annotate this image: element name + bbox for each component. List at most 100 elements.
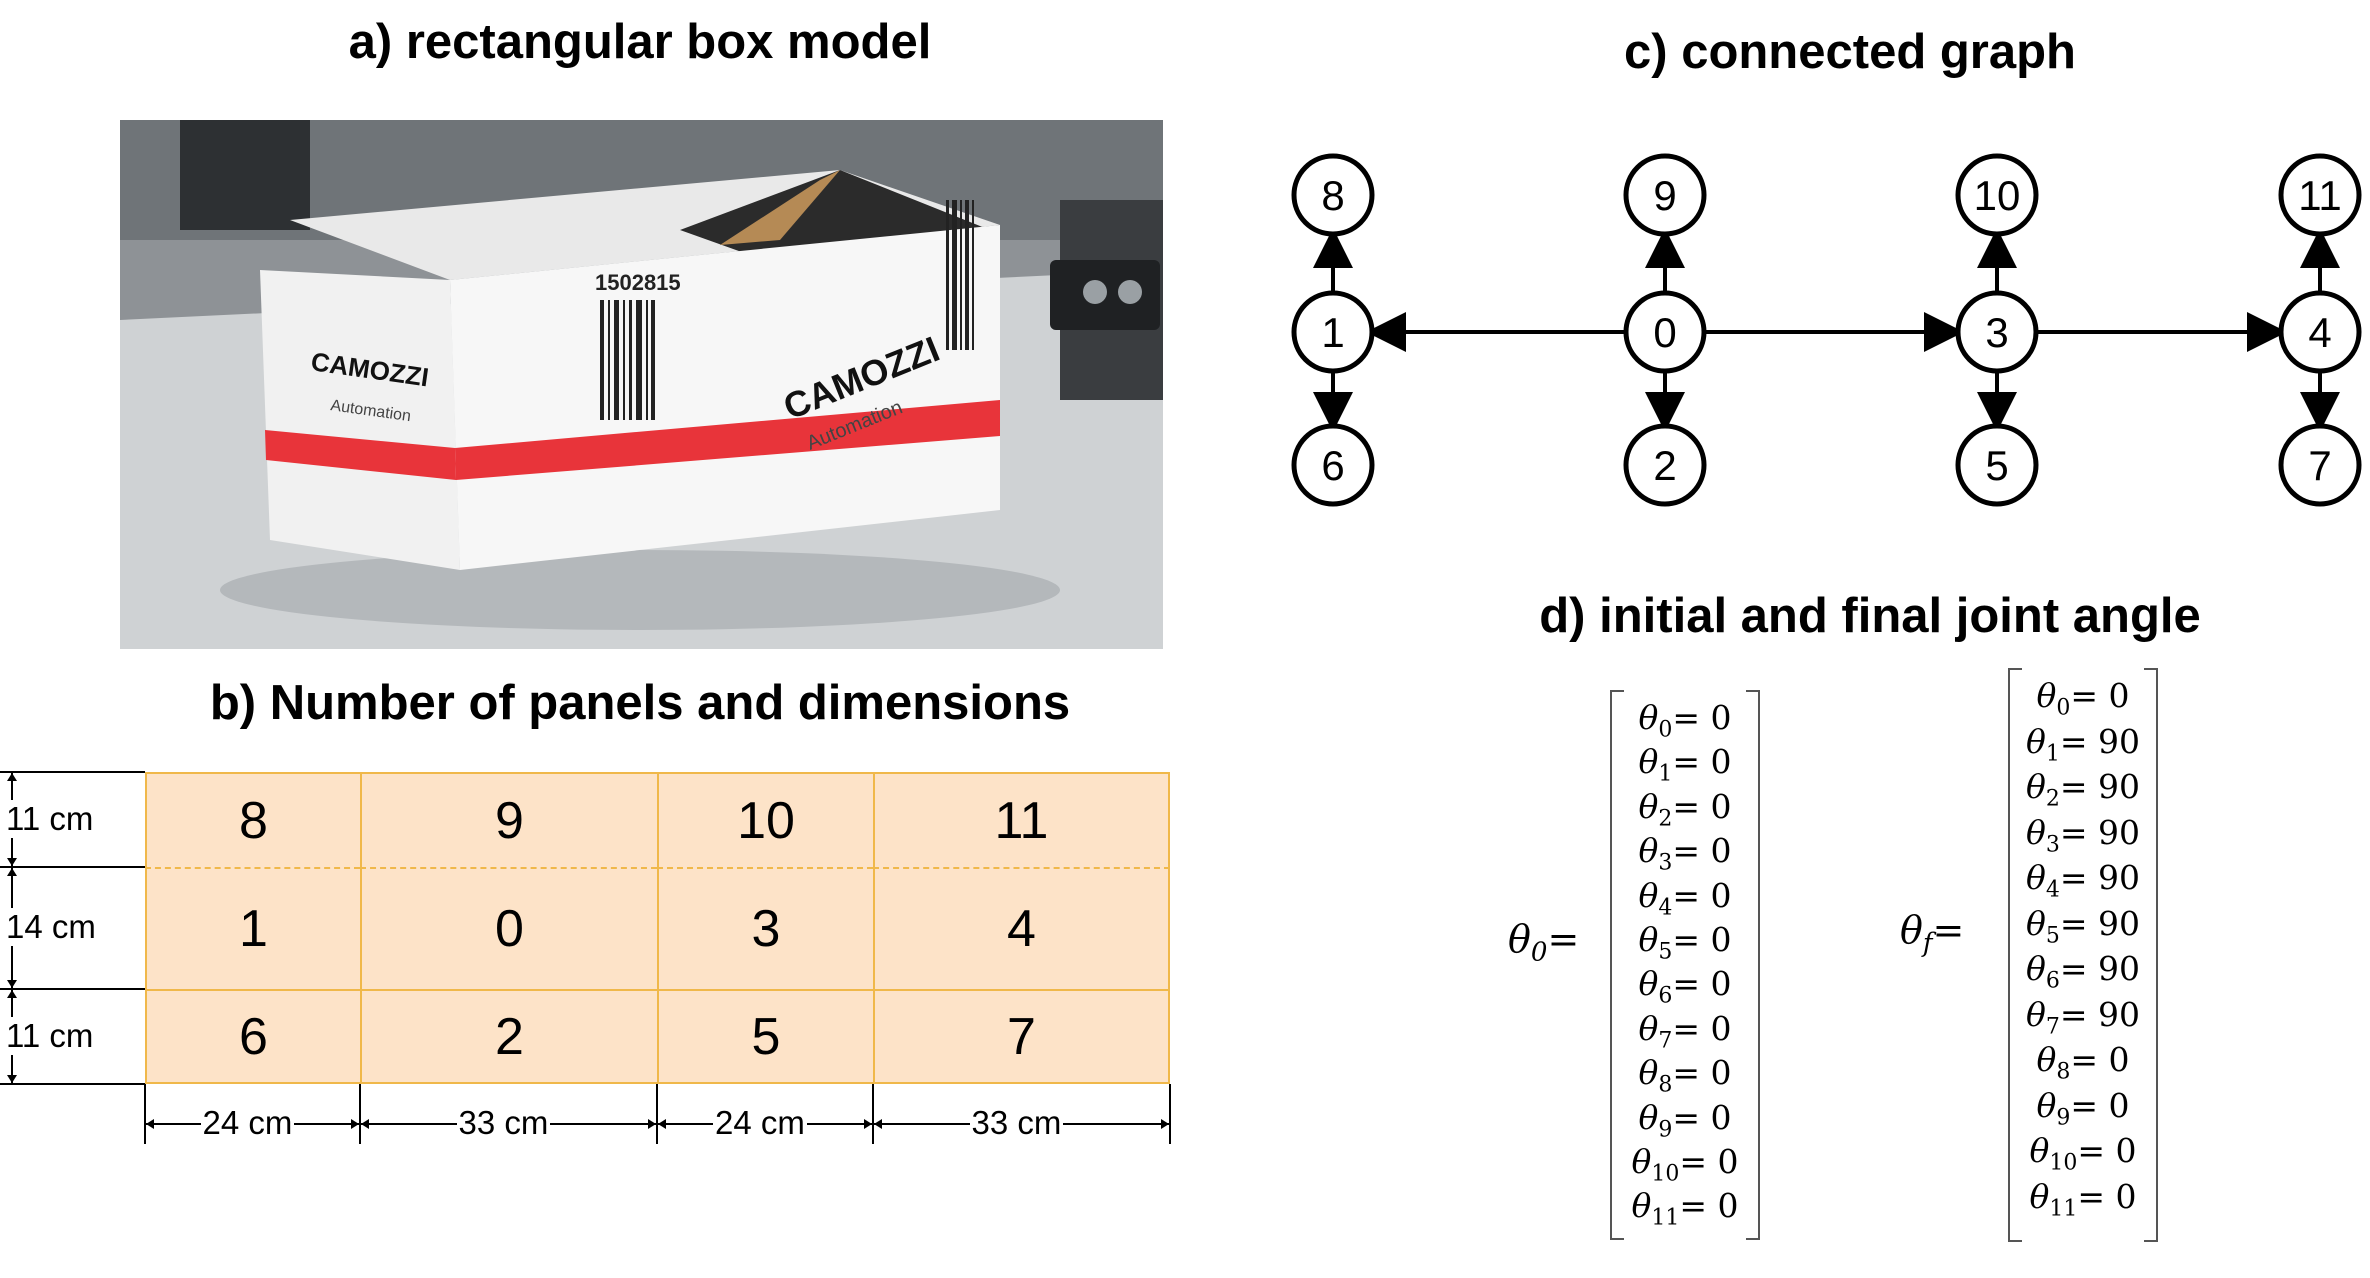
theta-value: 0: [1710, 1053, 1732, 1093]
equals-sign: =: [2077, 1176, 2106, 1216]
matrix-entry: θ5= 0: [1610, 920, 1760, 965]
matrix-entry: θ3= 90: [2008, 813, 2158, 858]
theta-symbol: θ: [2025, 903, 2046, 943]
matrix-entry: θ0= 0: [2008, 676, 2158, 721]
theta-index: 7: [1658, 1028, 1673, 1054]
theta-index: 8: [2056, 1059, 2071, 1085]
matrix-entry: θ2= 0: [1610, 787, 1760, 832]
graph-node-7: 7: [2278, 423, 2362, 507]
theta-symbol: θ: [1638, 742, 1659, 782]
theta-symbol: θ: [2025, 721, 2046, 761]
graph-node-circle: [1291, 153, 1375, 237]
row-dimension-arrow: [7, 990, 17, 998]
graph-node-label: 4: [2308, 309, 2331, 356]
theta-value: 0: [1710, 1097, 1732, 1137]
theta-index: 6: [1658, 983, 1673, 1009]
equals-sign: =: [1672, 875, 1701, 915]
matrix-entry: θ3= 0: [1610, 831, 1760, 876]
col-dimension-arrow: [1161, 1119, 1169, 1129]
matrix-entry: θ4= 90: [2008, 858, 2158, 903]
title-rectangular-box-model: a) rectangular box model: [348, 15, 932, 69]
theta-index: 9: [1658, 1117, 1673, 1143]
col-dimension-arrow: [361, 1119, 369, 1129]
theta-value: 90: [2098, 949, 2141, 988]
box-photo: 1502815 CAMOZZI Automation CAMOZZI Autom…: [120, 120, 1163, 649]
graph-node-label: 2: [1653, 442, 1676, 489]
graph-node-circle: [1291, 423, 1375, 507]
theta-symbol: θ: [1638, 698, 1659, 737]
equals-sign: =: [1672, 920, 1701, 959]
panel-3: 3: [657, 867, 873, 989]
theta-value: 90: [2098, 858, 2141, 897]
theta-initial-label: θ0=: [1508, 917, 1580, 968]
matrix-entry: θ10= 0: [1610, 1142, 1760, 1187]
matrix-entry: θ10= 0: [2008, 1131, 2158, 1176]
theta-value: 0: [2108, 1085, 2130, 1125]
graph-node-circle: [1623, 423, 1707, 507]
graph-node-circle: [1955, 290, 2039, 374]
equals-sign: =: [2059, 858, 2088, 897]
theta-symbol: θ: [1638, 920, 1659, 959]
graph-node-5: 5: [1955, 423, 2039, 507]
row-dimension-label: 11 cm: [4, 1016, 96, 1055]
theta-index: 4: [2045, 877, 2060, 903]
matrix-entry: θ6= 0: [1610, 964, 1760, 1009]
equals-sign: =: [2070, 1040, 2099, 1079]
theta-value: 0: [2115, 1176, 2137, 1216]
row-dimension-arrow: [7, 868, 17, 876]
matrix-entry: θ7= 90: [2008, 995, 2158, 1040]
graph-node-circle: [2278, 423, 2362, 507]
theta-symbol: θ: [1638, 786, 1659, 826]
equals-sign: =: [1672, 742, 1701, 782]
graph-node-label: 11: [2298, 172, 2342, 219]
title-panels-dimensions: b) Number of panels and dimensions: [209, 676, 1071, 730]
theta-index: 1: [1658, 761, 1673, 787]
matrix-entry: θ1= 90: [2008, 722, 2158, 767]
graph-node-label: 5: [1985, 442, 2008, 489]
graph-node-label: 6: [1321, 442, 1344, 489]
theta-symbol: θ: [1638, 1008, 1659, 1048]
equals-sign: =: [2059, 994, 2088, 1034]
theta-index: 3: [2045, 832, 2060, 858]
theta-value: 0: [1710, 742, 1732, 782]
graph-node-circle: [2278, 290, 2362, 374]
theta-symbol: θ: [1638, 1097, 1659, 1137]
theta-index: 5: [1658, 939, 1673, 965]
equals-sign: =: [2077, 1131, 2106, 1170]
equals-sign: =: [1672, 786, 1701, 826]
theta-symbol: θ: [2029, 1176, 2050, 1216]
theta-value: 90: [2098, 903, 2141, 943]
theta-symbol: θ: [2036, 676, 2057, 715]
equals-sign: =: [1672, 831, 1701, 871]
panel-6: 6: [145, 989, 360, 1084]
panel-5: 5: [657, 989, 873, 1084]
theta-value: 0: [1710, 920, 1732, 959]
matrix-entry: θ11= 0: [2008, 1177, 2158, 1222]
theta-symbol: θ: [2025, 812, 2046, 852]
theta-value: 0: [2115, 1131, 2137, 1170]
col-dimension-arrow: [146, 1119, 154, 1129]
row-dimension-label: 11 cm: [4, 799, 96, 838]
graph-node-label: 0: [1653, 309, 1676, 356]
panel-10: 10: [657, 772, 873, 867]
matrix-entry: θ4= 0: [1610, 876, 1760, 921]
theta-symbol: θ: [2025, 858, 2046, 897]
col-dimension-arrow: [874, 1119, 882, 1129]
matrix-left-bracket: [2008, 668, 2022, 1242]
theta-value: 0: [2108, 676, 2130, 715]
matrix-entry: θ0= 0: [1610, 698, 1760, 743]
graph-node-label: 10: [1974, 172, 2021, 219]
graph-node-label: 3: [1985, 309, 2008, 356]
theta-index: 2: [1658, 806, 1673, 832]
equals-sign: =: [2070, 676, 2099, 715]
col-dimension-arrow: [648, 1119, 656, 1129]
matrix-entry: θ7= 0: [1610, 1009, 1760, 1054]
matrix-entry: θ1= 0: [1610, 742, 1760, 787]
matrix-entry: θ6= 90: [2008, 949, 2158, 994]
row-dimension-arrow: [7, 858, 17, 866]
matrix-right-bracket: [1746, 690, 1760, 1240]
graph-node-circle: [1623, 290, 1707, 374]
